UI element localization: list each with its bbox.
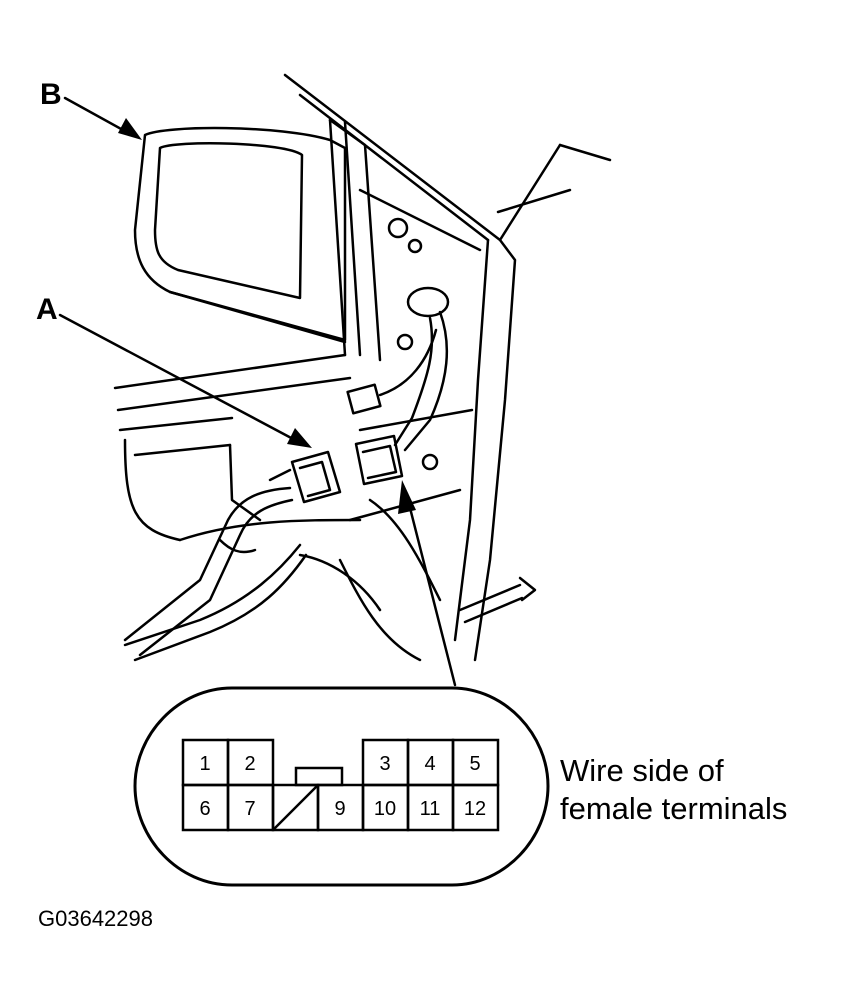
caption-line-1: Wire side of — [560, 753, 724, 788]
connector-male — [268, 450, 342, 504]
caption-line-2: female terminals — [560, 791, 788, 826]
pin-6: 6 — [199, 798, 210, 820]
mirror-b — [133, 126, 347, 344]
pin-5: 5 — [469, 753, 480, 775]
arrow-b-head — [118, 118, 142, 140]
arrow-a-head — [287, 428, 312, 448]
figure-id: G03642298 — [38, 906, 153, 931]
connector-caption: Wire side of female terminals — [560, 752, 787, 828]
pin-9: 9 — [334, 798, 345, 820]
pin-4: 4 — [424, 753, 435, 775]
pin-10: 10 — [374, 798, 396, 820]
pin-numbers: 1 2 3 4 5 6 7 9 10 11 12 — [199, 753, 486, 820]
door-harness — [123, 486, 537, 662]
pin-12: 12 — [464, 798, 486, 820]
pin-7: 7 — [244, 798, 255, 820]
connector-callout — [133, 686, 550, 887]
bolt-holes — [387, 217, 450, 471]
arrow-connector-head — [398, 480, 416, 514]
pin-2: 2 — [244, 753, 255, 775]
door-frame — [113, 73, 612, 662]
label-b: B — [40, 78, 62, 111]
mirror-harness — [346, 310, 449, 452]
pin-11: 11 — [420, 798, 441, 820]
label-a: A — [36, 293, 58, 326]
pin-3: 3 — [379, 753, 390, 775]
connector-female — [354, 434, 404, 486]
pin-1: 1 — [199, 753, 210, 775]
